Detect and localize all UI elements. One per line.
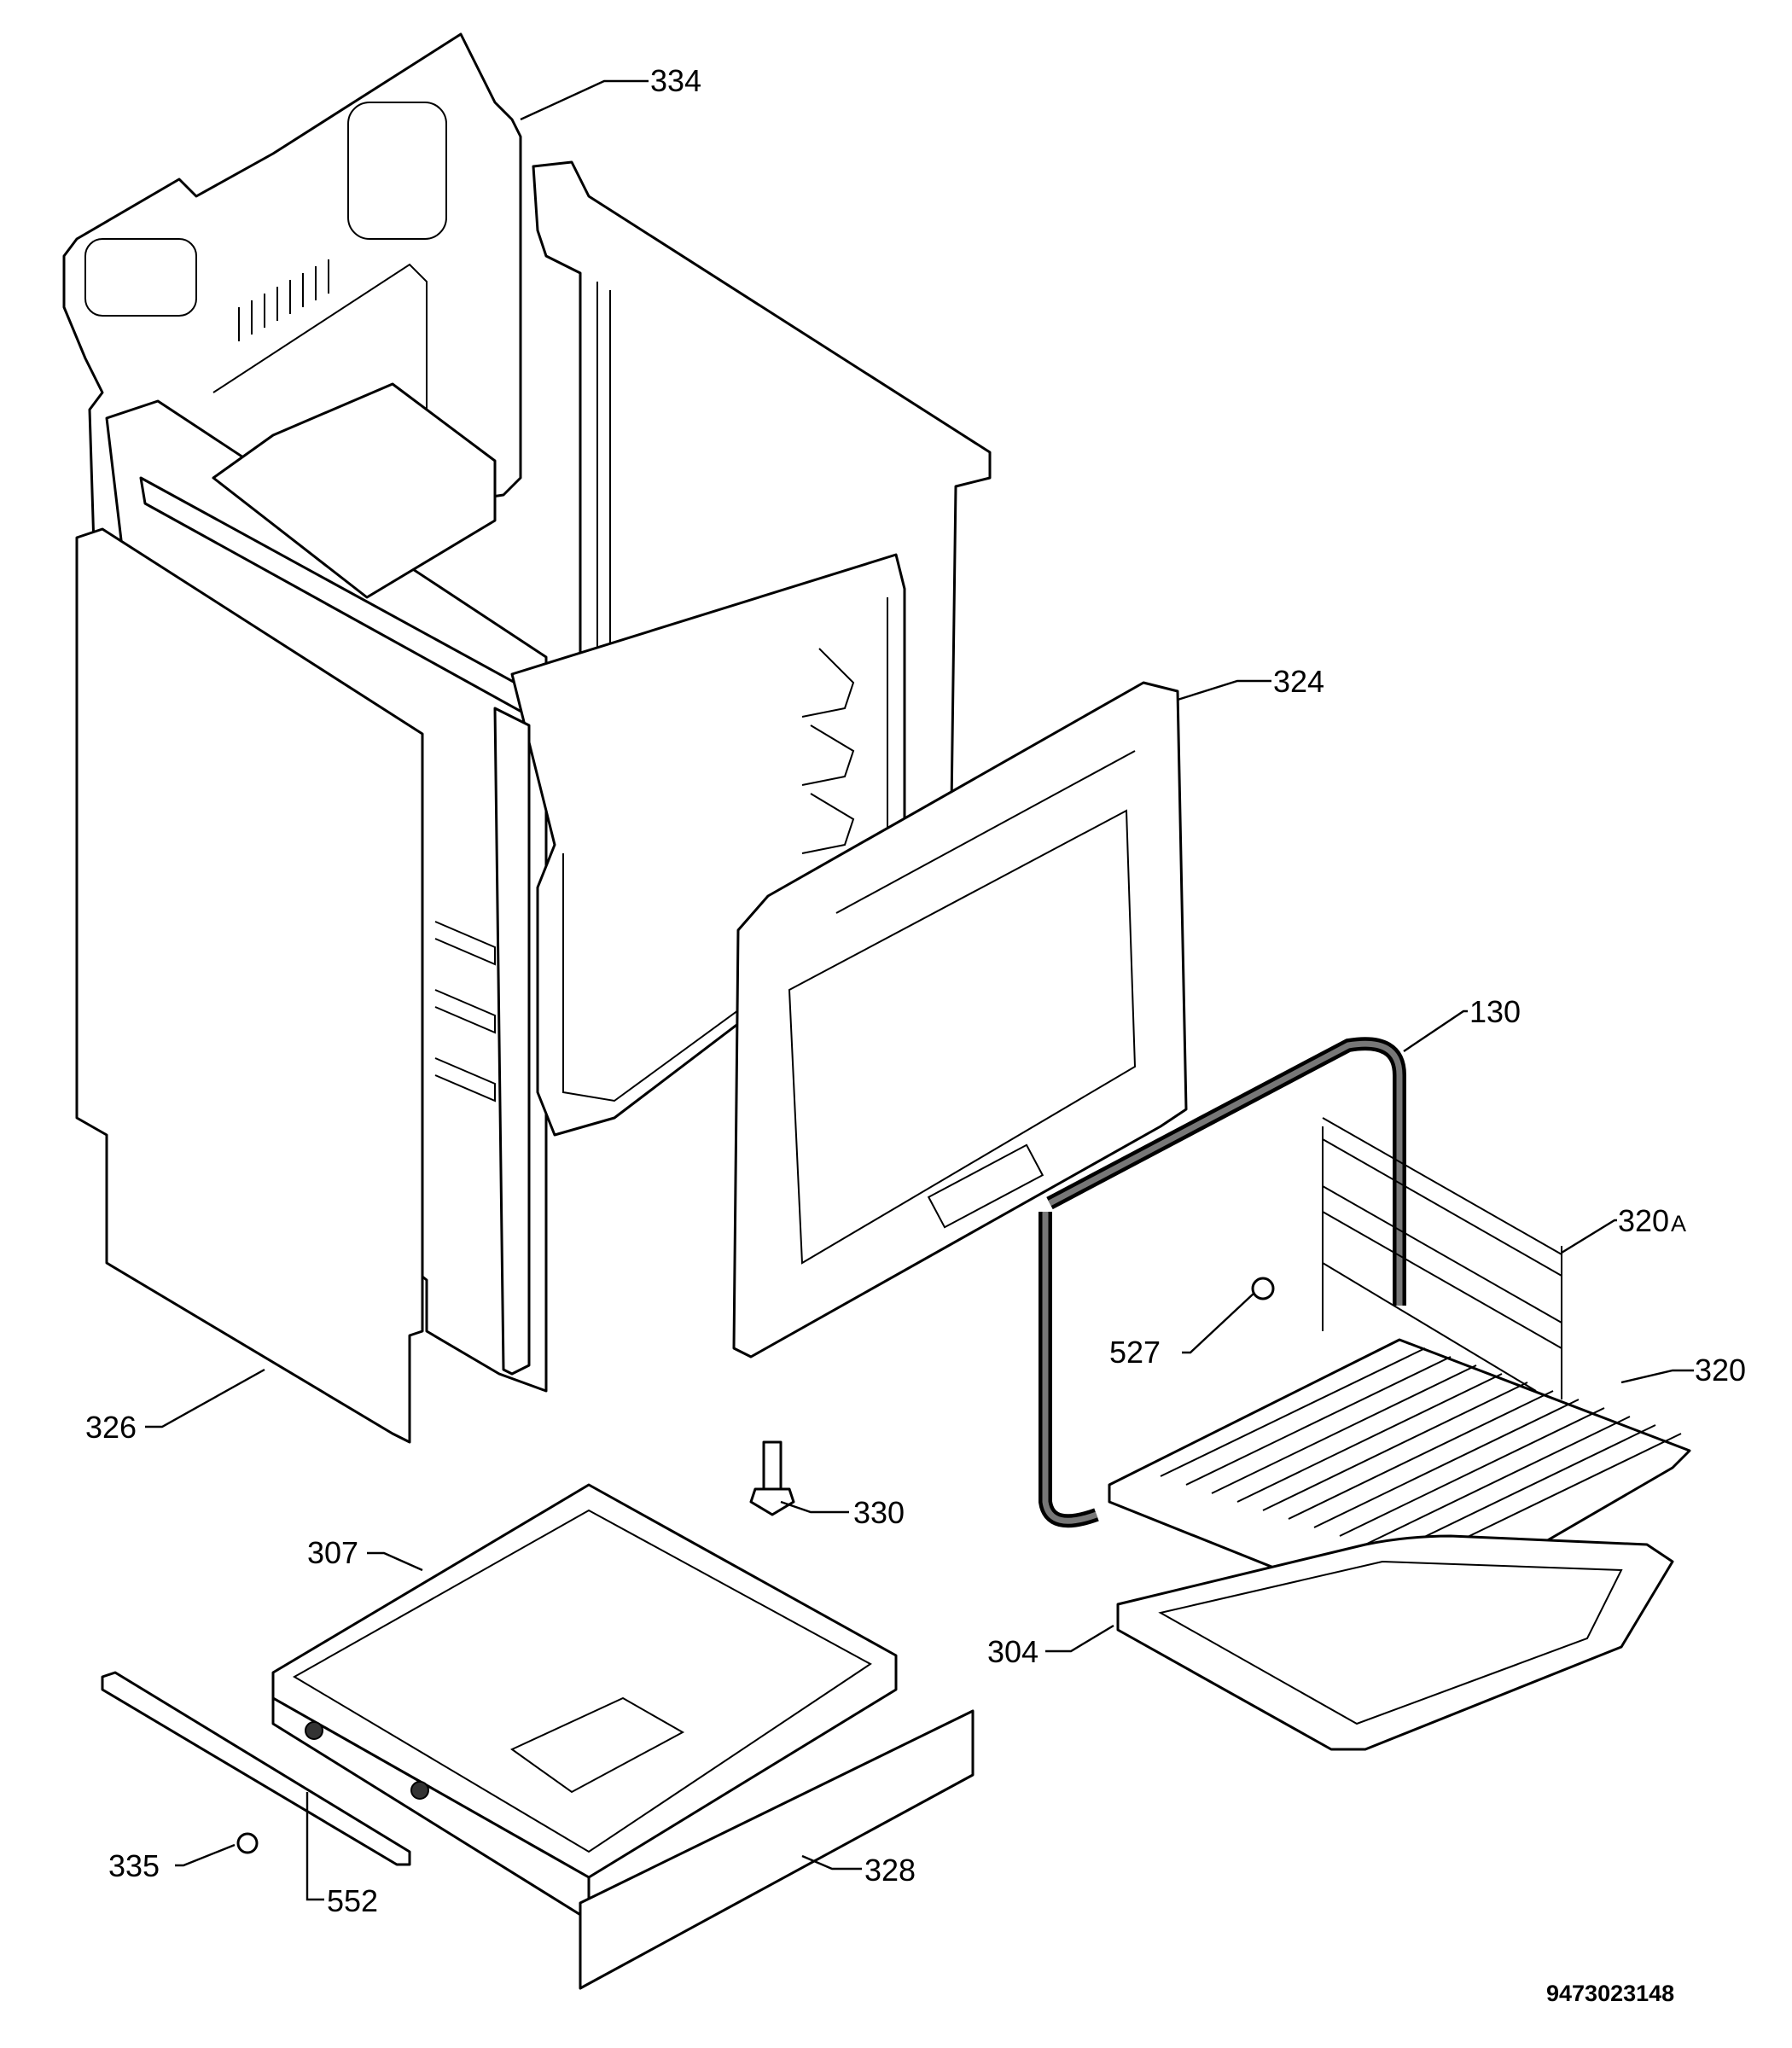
callout-130: 130 [1469, 994, 1521, 1029]
callout-326: 326 [85, 1410, 137, 1445]
callout-labels: 334 324 130 320 A 320 527 326 330 307 30… [85, 63, 1746, 1918]
leader-lines [145, 79, 1694, 1901]
part-shelf-support [1322, 1117, 1562, 1399]
callout-307: 307 [307, 1535, 358, 1570]
callout-328: 328 [864, 1853, 916, 1888]
part-bolt [236, 1832, 259, 1854]
callout-320-rack: 320 [1695, 1353, 1746, 1388]
callout-304: 304 [987, 1634, 1039, 1669]
callout-320-suffix: A [1671, 1211, 1686, 1236]
part-screw [749, 1440, 795, 1516]
part-storage-drawer [271, 1483, 898, 1922]
part-drawer-front [579, 1709, 975, 1990]
part-wire-rack [1108, 1338, 1691, 1623]
part-baking-tray [1116, 1534, 1674, 1751]
callout-330: 330 [853, 1495, 905, 1530]
document-number: 9473023148 [1546, 1981, 1674, 2006]
part-side-panel [75, 527, 531, 1444]
callout-552: 552 [327, 1883, 378, 1918]
part-nut [1251, 1277, 1275, 1300]
part-door-seal [1039, 1037, 1406, 1528]
callout-334: 334 [650, 63, 701, 98]
callout-335: 335 [108, 1848, 160, 1883]
part-rail [101, 1671, 411, 1866]
callout-320: 320 [1618, 1203, 1669, 1238]
callout-324: 324 [1273, 664, 1324, 699]
part-door-frame [732, 681, 1188, 1359]
callout-527: 527 [1109, 1335, 1161, 1370]
